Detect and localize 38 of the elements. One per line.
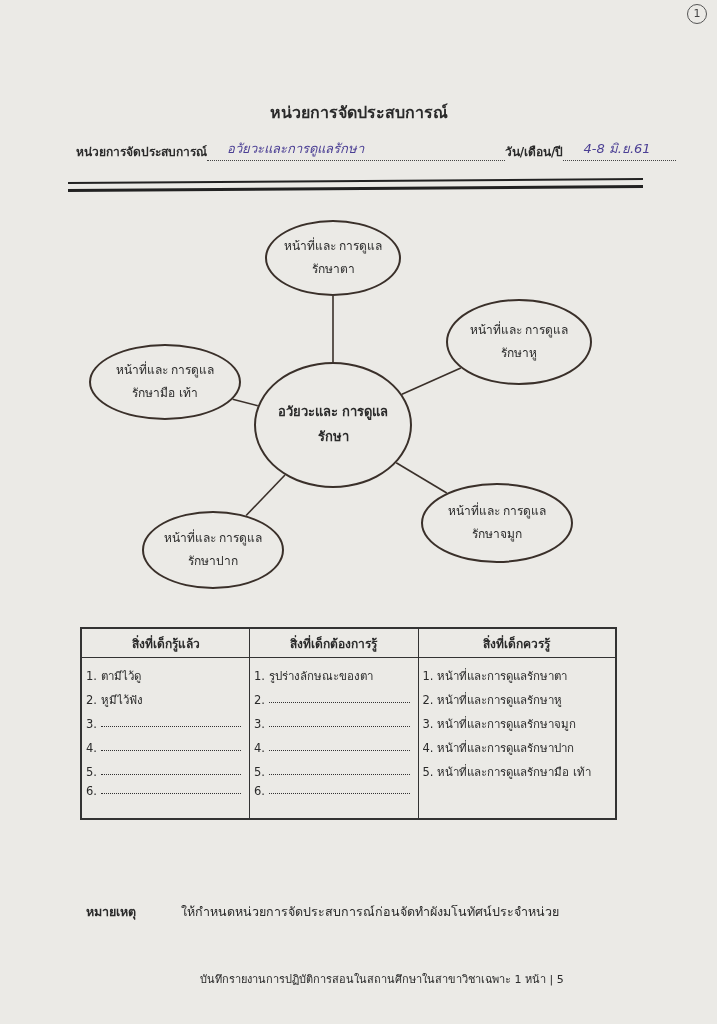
fill-in-line: 6. (86, 784, 245, 798)
fill-in-line: 3. (86, 717, 245, 731)
table-item: 4. หน้าที่และการดูแลรักษาปาก (422, 739, 576, 757)
field-label: หน่วยการจัดประสบการณ์ (76, 144, 207, 161)
table-item: 1. หน้าที่และการดูแลรักษาตา (422, 667, 569, 685)
connector-line (231, 398, 259, 407)
topic-ellipse: หน้าที่และ การดูแลรักษาจมูก (421, 483, 573, 563)
connector-line (332, 295, 334, 363)
note-text: ให้กำหนดหน่วยการจัดประสบการณ์ก่อนจัดทำผังมโนทัศน์ประจำหน่วย (181, 903, 559, 921)
fill-in-line: 4. (86, 741, 245, 755)
table-item: 3. หน้าที่และการดูแลรักษาจมูก (422, 715, 578, 733)
table-item: 5. หน้าที่และการดูแลรักษามือ เท้า (422, 763, 592, 781)
connector-line (401, 367, 462, 396)
table-item: 1. ตามีไว้ดู (86, 668, 142, 685)
topic-ellipse: หน้าที่และ การดูแลรักษามือ เท้า (89, 344, 241, 420)
fill-in-line: 6. (254, 784, 414, 798)
column-header: สิ่งที่เด็กต้องการรู้ (249, 628, 419, 658)
handwritten-entry: อวัยวะและการดูแลรักษา (207, 138, 505, 161)
topic-ellipse: หน้าที่และ การดูแลรักษาตา (265, 220, 401, 296)
table-item: 2. หูมีไว้ฟัง (86, 692, 144, 709)
fill-in-line: 5. (254, 765, 414, 779)
table-item: 2. หน้าที่และการดูแลรักษาหู (422, 691, 564, 709)
central-topic-ellipse: อวัยวะและ การดูแลรักษา (254, 362, 412, 488)
topic-ellipse: หน้าที่และ การดูแลรักษาปาก (142, 511, 284, 589)
fill-in-line: 5. (86, 765, 245, 779)
note-label: หมายเหตุ (86, 903, 136, 922)
handwritten-entry: 4-8 มิ.ย.61 (563, 138, 676, 161)
table-item: 1. รูปร่างลักษณะของตา (254, 668, 374, 685)
connector-line (395, 461, 448, 494)
field-label: วัน/เดือน/ปี (504, 144, 564, 161)
column-header: สิ่งที่เด็กรู้แล้ว (81, 628, 250, 658)
topic-ellipse: หน้าที่และ การดูแลรักษาหู (446, 299, 592, 385)
page-title: หน่วยการจัดประสบการณ์ (268, 102, 449, 124)
fill-in-line: 4. (254, 741, 414, 755)
fill-in-line: 2. (254, 693, 414, 707)
page-footer: บันทึกรายงานการปฏิบัติการสอนในสถานศึกษาในสาขาวิชาเฉพาะ 1 หน้า | 5 (200, 970, 564, 988)
fill-in-line: 3. (254, 717, 414, 731)
connector-line (245, 474, 286, 517)
